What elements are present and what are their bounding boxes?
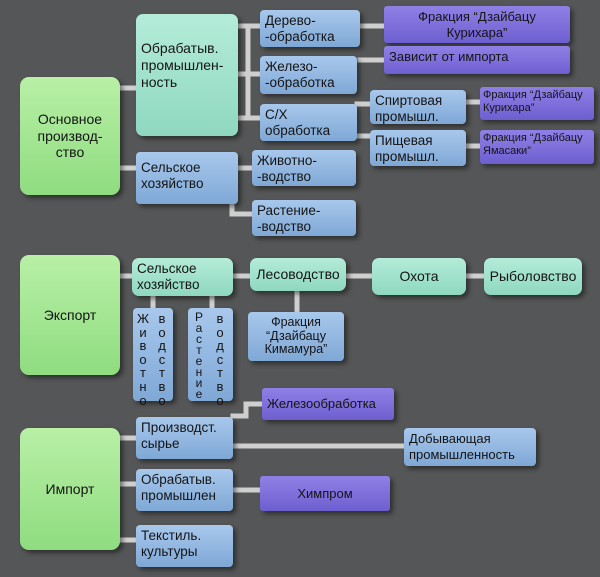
node-alcohol-industry: Спиртовая промышл.: [370, 90, 466, 124]
node-woodworking: Дерево- -обработка: [260, 10, 360, 47]
node-chemical-industry: Химпром: [260, 476, 390, 511]
node-export-crops-vertical: Р а с т е н и е в о д с т в о: [188, 308, 233, 407]
node-agri-processing: С/Х обработка: [260, 104, 357, 141]
node-agriculture: Сельское хозяйство: [136, 152, 238, 204]
node-forestry: Лесоводство: [250, 258, 346, 291]
node-food-industry: Пищевая промышл.: [370, 130, 466, 166]
node-ironworking: Железо- -обработка: [260, 56, 357, 94]
crops-vertical-text-2: в о д с т в о: [216, 311, 224, 408]
crops-vertical-text-1: Р а с т е н и е: [194, 310, 203, 401]
node-import-ironworking: Железообработка: [262, 388, 394, 420]
faction-yamasaki: Фракция “Дзайбацу Ямасаки”: [480, 130, 594, 164]
node-processing-industry: Обрабатыв. промышлен- ность: [136, 14, 238, 136]
node-crop-farming: Растение- -водство: [252, 200, 356, 236]
faction-kimamura: Фракция “Дзайбацу Кимамура”: [248, 312, 344, 361]
node-export-agriculture: Сельское хозяйство: [132, 258, 233, 296]
livestock-vertical-text-1: Ж и в о т н о: [136, 311, 149, 408]
node-import-processing: Обрабатыв. промышлен: [136, 469, 233, 511]
section-export: Экспорт: [20, 255, 120, 375]
node-hunting: Охота: [372, 258, 466, 295]
node-livestock: Животно- -водство: [252, 150, 356, 186]
node-textile-crops: Текстиль. культуры: [136, 525, 233, 567]
faction-kurihara-alcohol: Фракция “Дзайбацу Курихара”: [480, 87, 594, 120]
note-import-dependent: Зависит от импорта: [384, 46, 570, 74]
node-raw-materials: Производст. сырье: [136, 417, 233, 459]
node-export-livestock-vertical: Ж и в о т н о в о д с т в о: [133, 308, 173, 407]
node-fishing: Рыболовство: [484, 258, 582, 295]
section-main-production: Основное производ- ство: [20, 77, 120, 195]
faction-kurihara-woodworking: Фракция “Дзайбацу Курихара”: [384, 6, 570, 43]
livestock-vertical-text-2: в о д с т в о: [158, 311, 166, 408]
node-mining-industry: Добывающая промышленность: [404, 428, 536, 466]
section-import: Импорт: [20, 428, 120, 550]
